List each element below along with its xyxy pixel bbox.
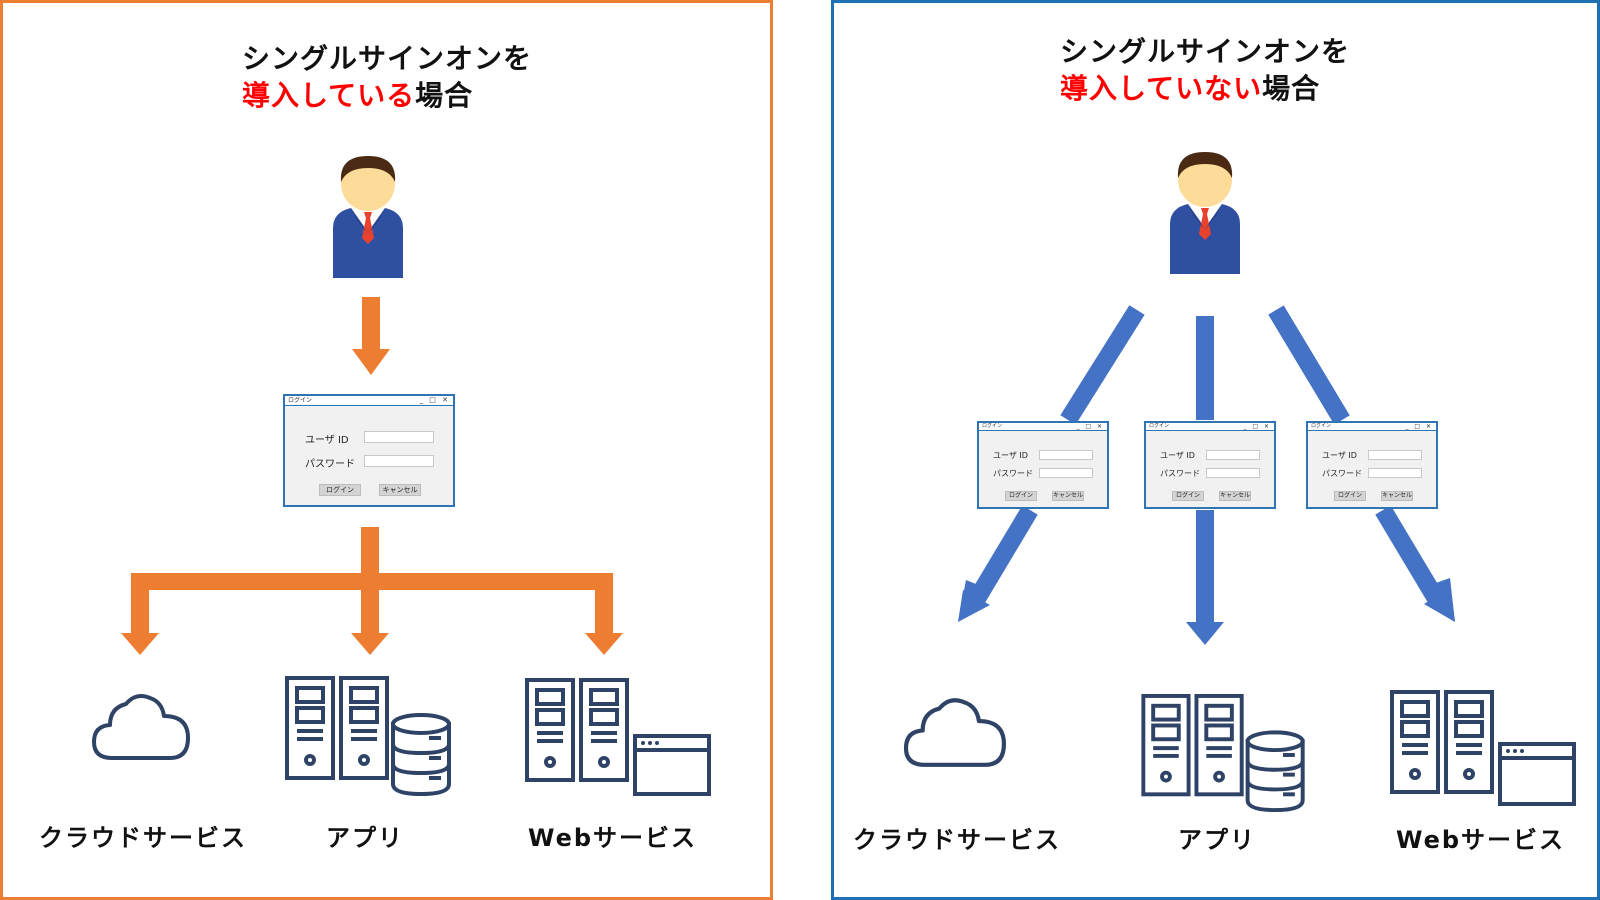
sso-panel-with — [0, 0, 773, 900]
user-id-input[interactable] — [1206, 450, 1260, 460]
user-id-input[interactable] — [1368, 450, 1422, 460]
service-label-cloud: クラウドサービス — [853, 826, 1061, 854]
password-input[interactable] — [1206, 468, 1260, 478]
login-window-title: ログイン — [982, 423, 1003, 429]
login-window: ログイン _ □ ✕ ユーザ ID パスワード ログイン キャンセル — [977, 421, 1109, 509]
service-label-cloud: クラウドサービス — [39, 824, 247, 852]
login-window: ログイン _ □ ✕ ユーザ ID パスワード ログイン キャンセル — [1144, 421, 1276, 509]
login-button[interactable]: ログイン — [319, 484, 361, 496]
user-icon — [333, 156, 403, 278]
password-input[interactable] — [1039, 468, 1093, 478]
service-label-web: Webサービス — [527, 824, 698, 852]
user-icon — [1170, 152, 1240, 274]
password-input[interactable] — [364, 455, 434, 467]
left-title-red: 導入している — [242, 79, 416, 112]
user-id-label: ユーザ ID — [1322, 451, 1357, 460]
arrow-to-login — [352, 297, 390, 375]
cloud-icon — [92, 694, 190, 760]
user-id-label: ユーザ ID — [305, 435, 349, 446]
cloud-icon — [903, 698, 1006, 767]
login-button[interactable]: ログイン — [1172, 491, 1204, 501]
login-button[interactable]: ログイン — [1334, 491, 1366, 501]
server-database-icon — [1141, 694, 1305, 813]
service-label-web: Webサービス — [1395, 826, 1566, 854]
branch-arrows — [121, 527, 623, 655]
user-id-label: ユーザ ID — [1160, 451, 1195, 460]
server-browser-icon — [525, 678, 711, 796]
cancel-button[interactable]: キャンセル — [1052, 491, 1084, 501]
login-window: ログイン _ □ ✕ ユーザ ID パスワード ログイン キャンセル — [283, 394, 455, 507]
password-label: パスワード — [305, 459, 355, 470]
window-controls-icon[interactable]: _ □ ✕ — [419, 396, 450, 404]
window-controls-icon[interactable]: _ □ ✕ — [1243, 423, 1271, 430]
right-title: シングルサインオンを 導入していない場合 — [1060, 33, 1350, 107]
window-controls-icon[interactable]: _ □ ✕ — [1076, 423, 1104, 430]
user-id-label: ユーザ ID — [993, 451, 1028, 460]
right-title-line1: シングルサインオンを — [1060, 35, 1351, 68]
cancel-button[interactable]: キャンセル — [1381, 491, 1413, 501]
password-label: パスワード — [993, 469, 1033, 478]
login-window-title: ログイン — [1311, 423, 1332, 429]
left-title: シングルサインオンを 導入している場合 — [242, 40, 532, 114]
cancel-button[interactable]: キャンセル — [379, 484, 421, 496]
sso-panel-without — [831, 0, 1600, 900]
password-input[interactable] — [1368, 468, 1422, 478]
left-title-line1: シングルサインオンを — [242, 42, 533, 75]
password-label: パスワード — [1322, 469, 1362, 478]
service-label-app: アプリ — [326, 824, 404, 852]
service-label-app: アプリ — [1178, 826, 1256, 854]
right-title-suffix: 場合 — [1262, 72, 1321, 105]
login-button[interactable]: ログイン — [1005, 491, 1037, 501]
login-window-title: ログイン — [1149, 423, 1170, 429]
cancel-button[interactable]: キャンセル — [1219, 491, 1251, 501]
login-window-title: ログイン — [288, 397, 313, 404]
right-title-red: 導入していない — [1060, 72, 1263, 105]
server-browser-icon — [1390, 690, 1576, 806]
user-id-input[interactable] — [1039, 450, 1093, 460]
login-window: ログイン _ □ ✕ ユーザ ID パスワード ログイン キャンセル — [1306, 421, 1438, 509]
window-controls-icon[interactable]: _ □ ✕ — [1405, 423, 1433, 430]
password-label: パスワード — [1160, 469, 1200, 478]
left-title-suffix: 場合 — [415, 79, 474, 112]
server-database-icon — [285, 676, 451, 797]
user-id-input[interactable] — [364, 431, 434, 443]
